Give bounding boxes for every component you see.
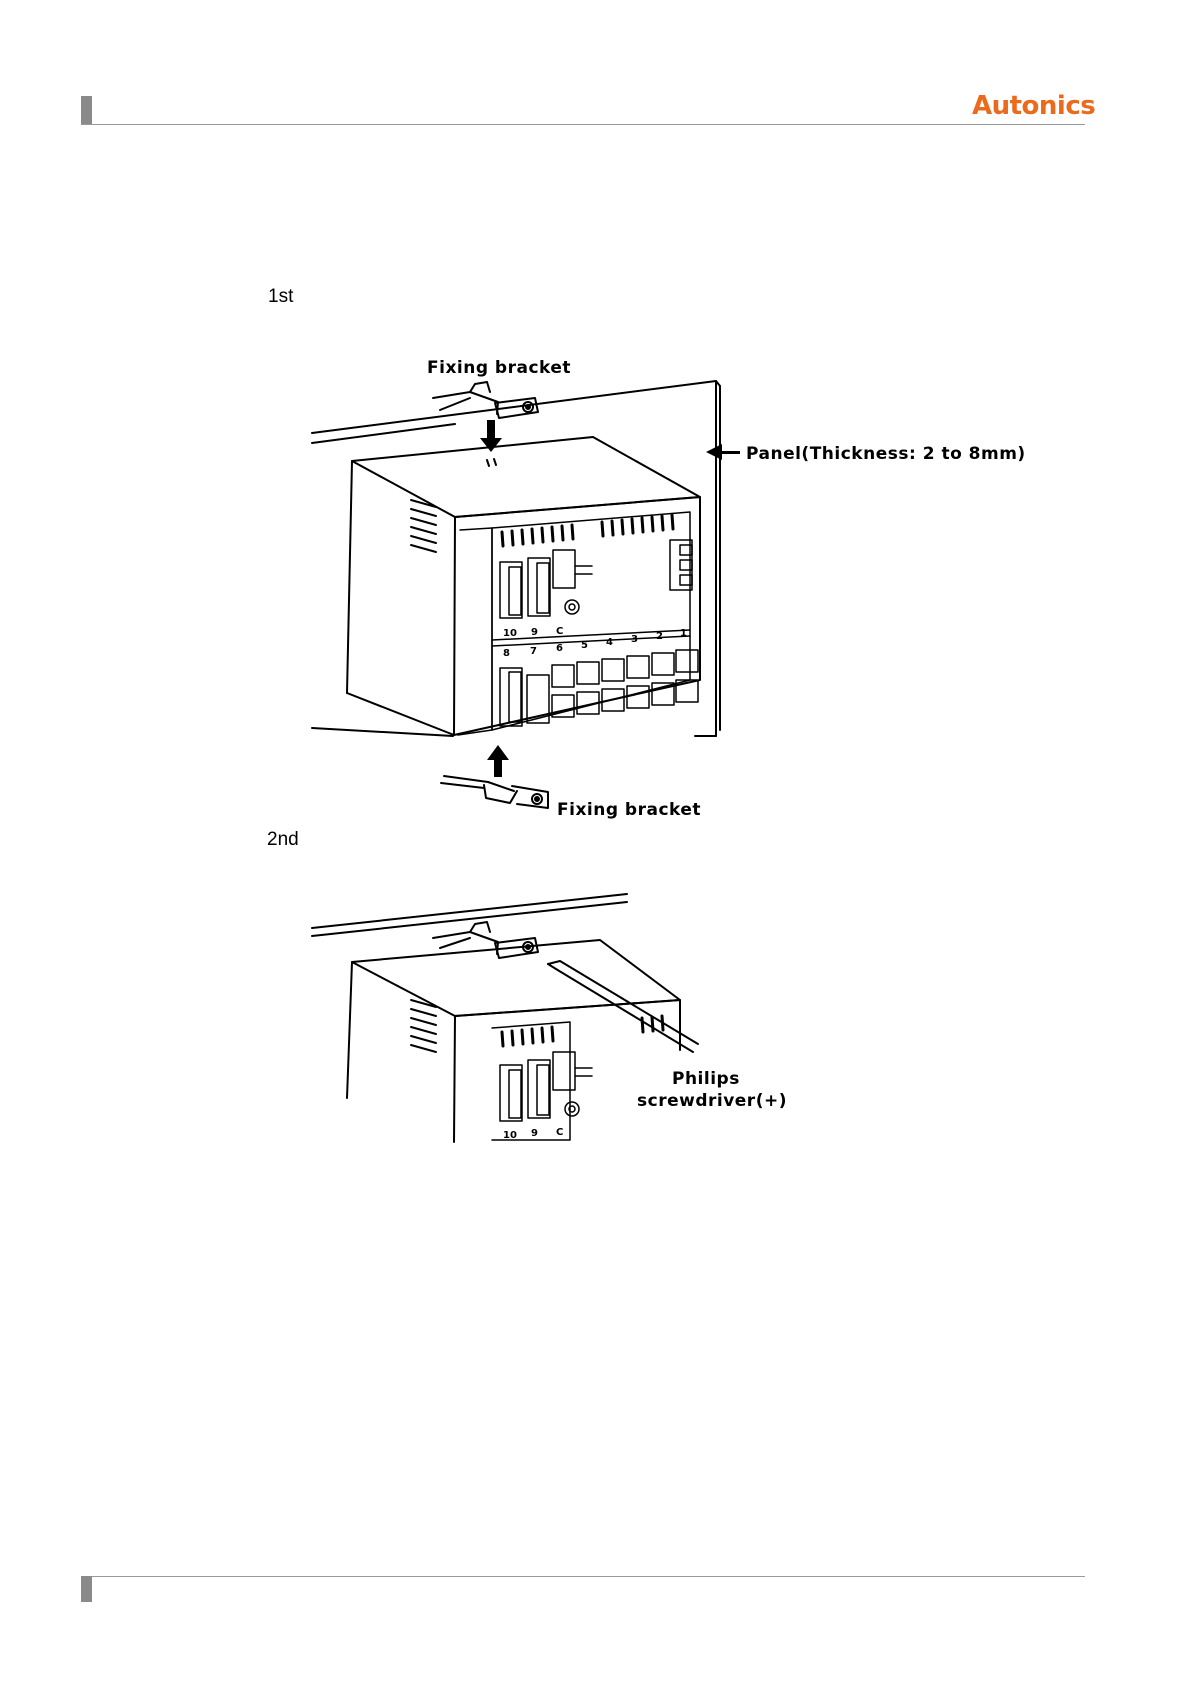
screwdriver-label-line2: screwdriver(+)	[637, 1091, 787, 1111]
screwdriver-label-line1: Philips	[672, 1069, 740, 1089]
footer-marker	[81, 1576, 92, 1602]
terminal-number: C	[556, 1127, 563, 1138]
terminal-number: 9	[531, 1128, 538, 1139]
controller-body	[347, 940, 680, 1142]
panel-plate	[312, 894, 627, 936]
footer-rule	[81, 1576, 1085, 1577]
terminal-number: 10	[503, 1130, 517, 1141]
